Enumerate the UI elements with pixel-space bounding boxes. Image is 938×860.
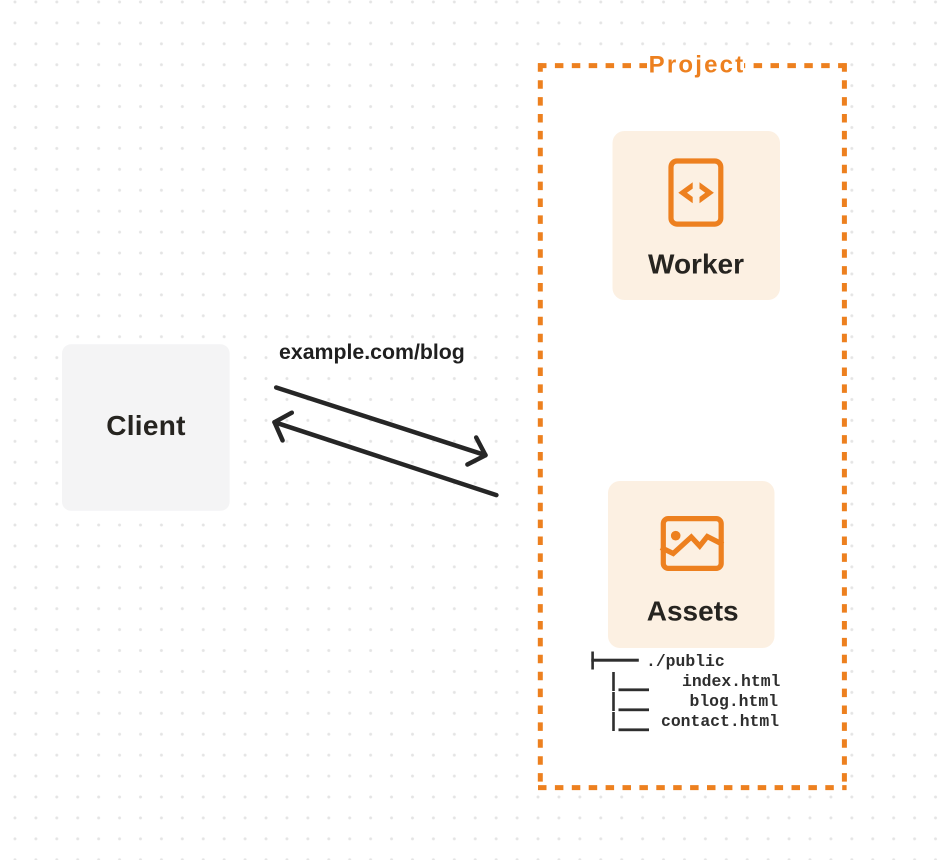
svg-text:Client: Client xyxy=(106,410,186,441)
svg-text:Assets: Assets xyxy=(647,596,739,627)
svg-text:index.html: index.html xyxy=(682,672,781,691)
svg-text:example.com/blog: example.com/blog xyxy=(279,340,465,364)
svg-text:blog.html: blog.html xyxy=(690,692,779,711)
svg-text:./public: ./public xyxy=(646,652,725,671)
svg-text:contact.html: contact.html xyxy=(661,712,779,731)
svg-text:Worker: Worker xyxy=(648,249,744,280)
svg-text:Project: Project xyxy=(649,52,746,79)
